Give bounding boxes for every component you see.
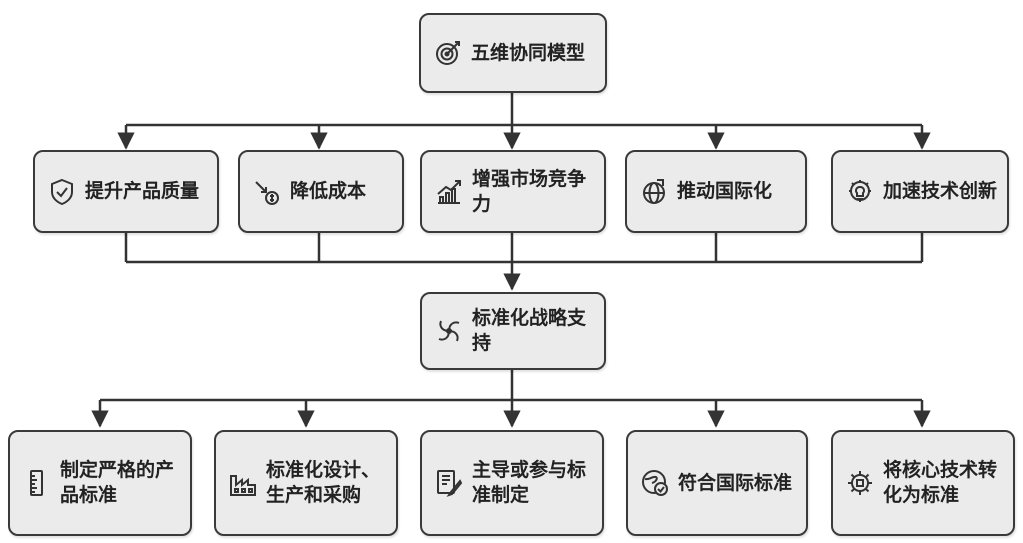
strategy-swirl-icon: [434, 316, 464, 346]
goal-node: 降低成本: [238, 150, 404, 233]
action-node: 标准化设计、生产和采购: [214, 430, 398, 536]
action-label: 符合国际标准: [678, 471, 793, 494]
goal-label: 提升产品质量: [85, 180, 200, 202]
goal-node: 提升产品质量: [33, 150, 219, 233]
action-node: 将核心技术转化为标准: [831, 430, 1015, 536]
top-node-label: 五维协同模型: [471, 41, 586, 64]
globe-icon: [639, 177, 669, 207]
action-label: 主导或参与标准制定: [472, 459, 587, 506]
goal-node: 推动国际化: [625, 150, 807, 233]
goal-label: 降低成本: [290, 180, 367, 202]
factory-icon: [228, 468, 258, 498]
center-node: 标准化战略支持: [420, 292, 606, 370]
target-icon: [433, 38, 463, 68]
document-pen-icon: [434, 468, 464, 498]
ruler-icon: [22, 468, 52, 498]
growth-chart-icon: [434, 177, 464, 207]
goal-label: 加速技术创新: [883, 180, 998, 202]
goal-node: 加速技术创新: [831, 150, 1009, 233]
gear-chip-icon: [845, 468, 875, 498]
center-node-label: 标准化战略支持: [472, 307, 587, 354]
action-node: 制定严格的产品标准: [8, 430, 192, 536]
globe-check-icon: [640, 468, 670, 498]
action-label: 将核心技术转化为标准: [883, 459, 998, 506]
top-node: 五维协同模型: [419, 13, 607, 93]
action-node: 符合国际标准: [626, 430, 808, 536]
gear-lightbulb-icon: [845, 177, 875, 207]
action-label: 制定严格的产品标准: [60, 459, 175, 506]
shield-check-icon: [47, 177, 77, 207]
goal-label: 增强市场竞争力: [472, 167, 587, 215]
money-down-icon: [252, 177, 282, 207]
action-node: 主导或参与标准制定: [420, 430, 604, 536]
goal-label: 推动国际化: [677, 180, 773, 202]
action-label: 标准化设计、生产和采购: [266, 459, 381, 506]
goal-node: 增强市场竞争力: [420, 150, 606, 233]
